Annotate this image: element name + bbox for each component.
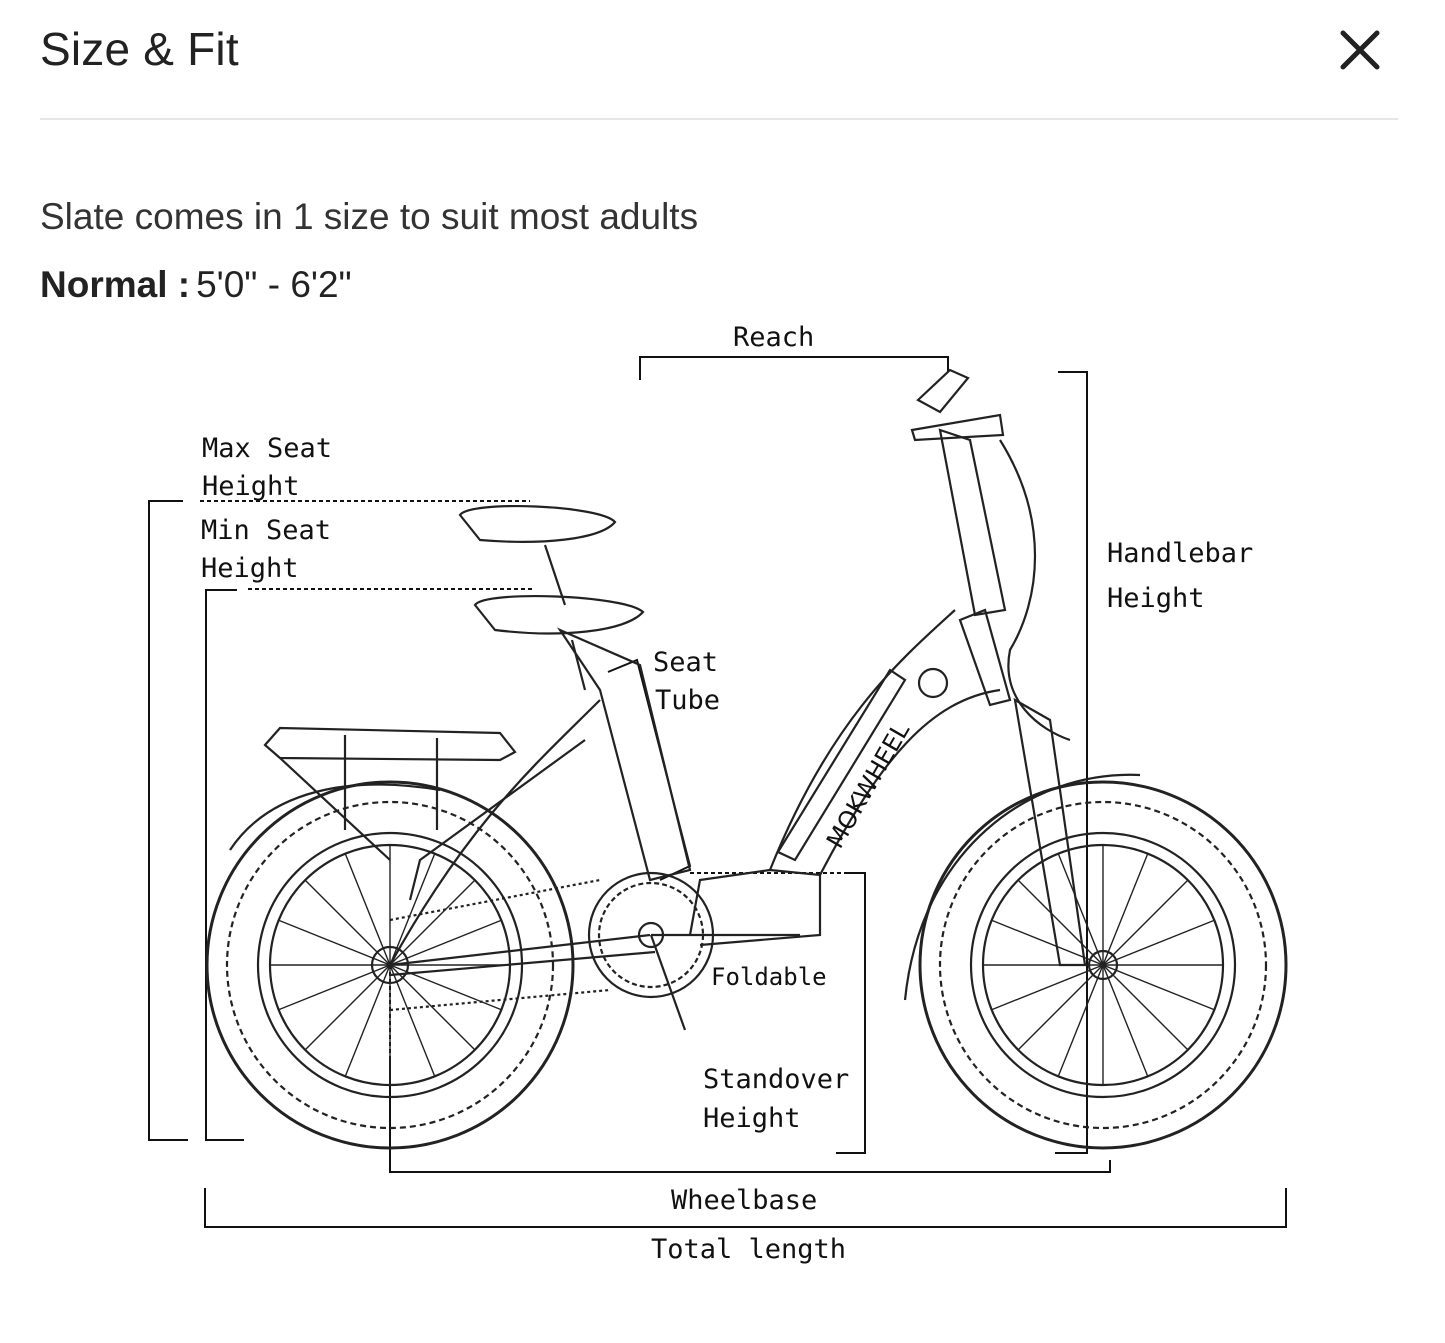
label-seat-tube-2: Tube — [655, 685, 720, 716]
label-handlebar-2: Height — [1107, 583, 1205, 614]
label-standover-2: Height — [703, 1103, 801, 1134]
close-button[interactable] — [1338, 28, 1382, 72]
wheelbase-bracket — [389, 1060, 1111, 1173]
total-length-bracket — [204, 1188, 1287, 1228]
label-min-seat-2: Height — [201, 553, 299, 584]
handlebar-height-bracket — [1055, 371, 1088, 1154]
label-max-seat-2: Height — [202, 471, 300, 502]
standover-bracket — [836, 872, 866, 1154]
max-seat-bracket — [148, 500, 188, 1141]
bike-diagram-svg: MOKWHEEL Reach Max Seat Height Min Seat … — [148, 322, 1288, 1265]
bike-illustration — [205, 368, 1288, 1150]
size-label: Normal : — [40, 264, 191, 305]
modal-header: Size & Fit — [40, 0, 1398, 120]
label-foldable: Foldable — [711, 963, 827, 991]
label-max-seat-1: Max Seat — [202, 433, 332, 464]
modal-title: Size & Fit — [40, 23, 239, 75]
size-range: 5'0" - 6'2" — [196, 264, 352, 305]
label-standover-1: Standover — [703, 1064, 849, 1095]
label-min-seat-1: Min Seat — [201, 515, 331, 546]
label-reach: Reach — [733, 322, 814, 353]
frame-brand-text: MOKWHEEL — [821, 717, 916, 853]
size-range-line: Normal :5'0" - 6'2" — [40, 264, 352, 306]
reach-bracket — [639, 356, 949, 380]
bike-geometry-diagram: MOKWHEEL Reach Max Seat Height Min Seat … — [0, 300, 1445, 1300]
size-subtitle: Slate comes in 1 size to suit most adult… — [40, 196, 699, 237]
label-handlebar-1: Handlebar — [1107, 538, 1253, 569]
label-seat-tube-1: Seat — [653, 647, 718, 678]
label-wheelbase: Wheelbase — [671, 1185, 817, 1216]
close-icon — [1340, 30, 1380, 70]
min-seat-bracket — [205, 589, 244, 1141]
label-total-length: Total length — [651, 1234, 846, 1265]
